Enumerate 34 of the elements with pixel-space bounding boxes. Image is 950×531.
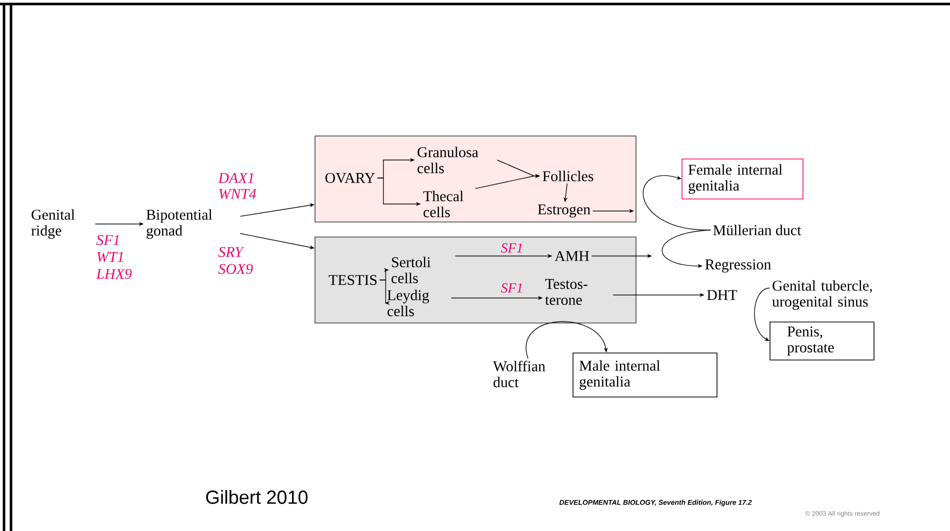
node-text: Wolffian duct [493,360,546,388]
node-text: Estrogen [538,204,590,218]
gene-label: WT1 [97,252,123,262]
organ-panel [314,136,636,222]
node-text: Granulosa cells [418,146,478,174]
arrow [754,288,770,341]
organ-panel [314,236,636,324]
gene-label: LHX9 [96,268,132,279]
arrow [379,280,390,306]
node-text: Genital tubercle, urogenital sinus [772,280,872,310]
node-text: Müllerian duct [713,224,802,236]
node-text: TESTIS [328,274,377,285]
gene-label: DAX1 [218,173,254,183]
node-text: Genital ridge [31,209,75,239]
node-text: Regression [705,259,771,273]
gene-label: SOX9 [218,264,253,274]
arrow [642,175,711,230]
outcome-box: Penis, prostate [770,322,874,360]
gene-label: SF1 [96,234,119,245]
node-text: DHT [707,290,738,300]
node-text: AMH [554,251,589,261]
node-text: OVARY [325,172,375,184]
citation-text: Gilbert 2010 [206,490,308,504]
node-text: Follicles [542,170,594,182]
arrow [526,321,608,359]
outcome-box: Female internal genitalia [682,158,804,200]
node-text: Bipotential gonad [146,209,212,239]
gene-label: SRY [218,246,244,257]
node-text: Thecal cells [423,190,464,218]
node-text: Sertoli cells [392,256,431,284]
gene-label: WNT4 [219,188,256,200]
node-text: Leydig cells [387,290,430,316]
outcome-box: Male internal genitalia [572,352,718,398]
node-text: Testos- terone [545,279,588,305]
